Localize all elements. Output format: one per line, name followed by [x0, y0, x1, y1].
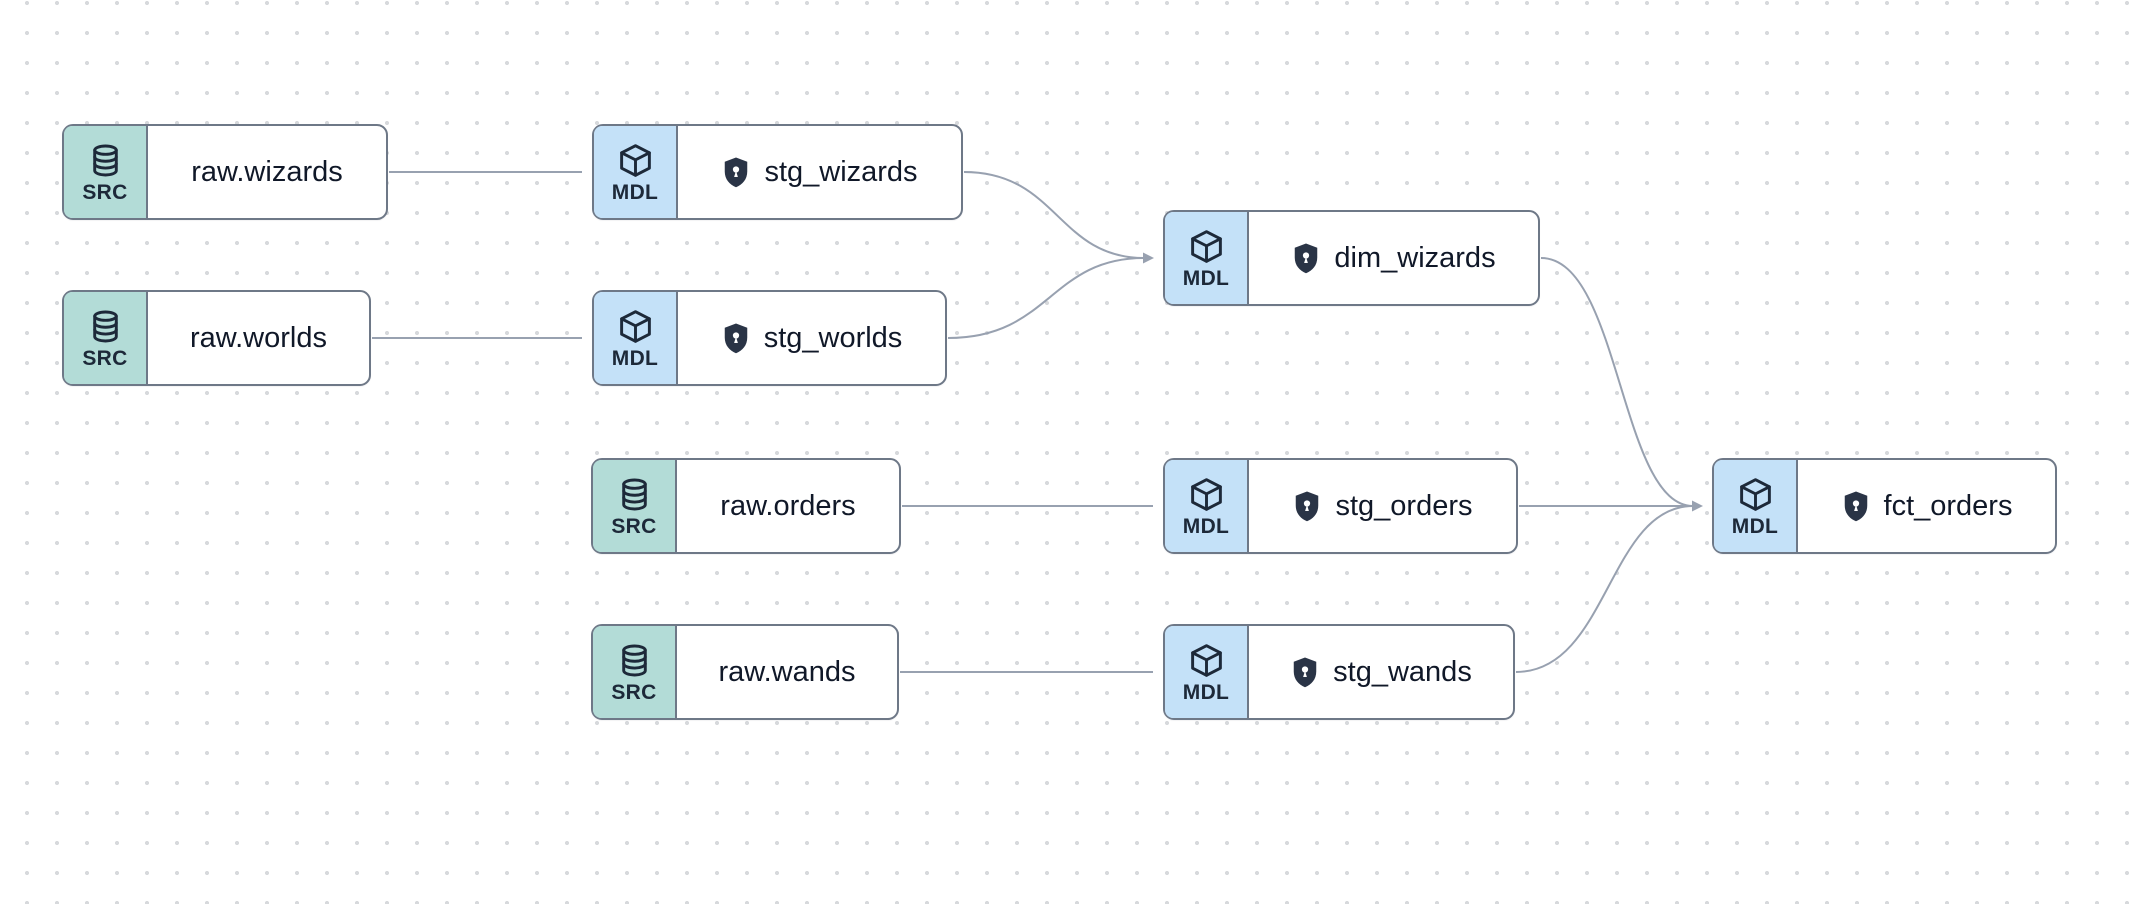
node-body: stg_worlds: [678, 292, 945, 384]
cube-icon: [1739, 477, 1771, 511]
node-label: raw.wands: [718, 655, 856, 688]
node-type-badge: SRC: [593, 626, 677, 718]
node-type-label: SRC: [611, 680, 657, 704]
shield-lock-icon: [1296, 491, 1319, 521]
edge-stg-worlds-to-dim-wizards: [947, 257, 1145, 339]
shield-lock-icon: [1293, 657, 1317, 687]
node-label: stg_wands: [1333, 655, 1472, 688]
node-body: raw.worlds: [148, 292, 369, 384]
node-type-label: SRC: [82, 346, 128, 370]
node-type-label: MDL: [1182, 266, 1230, 290]
shield-lock-icon: [1844, 491, 1867, 521]
edge-arrowhead: [1143, 252, 1154, 264]
node-type-badge: SRC: [593, 460, 677, 552]
node-dim-wizards[interactable]: MDL dim_wizards: [1163, 210, 1540, 306]
node-stg-orders[interactable]: MDL stg_orders: [1163, 458, 1518, 554]
node-raw-wands[interactable]: SRC raw.wands: [591, 624, 899, 720]
node-body: stg_orders: [1249, 460, 1516, 552]
edge-arrowhead: [1692, 500, 1703, 512]
node-body: fct_orders: [1798, 460, 2055, 552]
node-type-label: MDL: [1182, 514, 1230, 538]
node-type-label: SRC: [82, 180, 128, 204]
shield-lock-icon: [1295, 243, 1318, 273]
node-stg-wands[interactable]: MDL stg_wands: [1163, 624, 1515, 720]
node-body: raw.wands: [677, 626, 897, 718]
node-type-label: MDL: [611, 180, 659, 204]
database-icon: [92, 310, 118, 342]
node-stg-wizards[interactable]: MDL stg_wizards: [592, 124, 963, 220]
node-type-badge: MDL: [1714, 460, 1798, 552]
node-type-label: MDL: [1731, 514, 1779, 538]
cube-icon: [619, 309, 651, 343]
cube-icon: [1190, 229, 1222, 263]
node-body: raw.orders: [677, 460, 899, 552]
node-label: raw.worlds: [190, 321, 327, 354]
node-label: stg_wizards: [764, 155, 918, 188]
cube-icon: [1190, 643, 1222, 677]
node-type-badge: MDL: [1165, 626, 1249, 718]
node-label: fct_orders: [1883, 489, 2013, 522]
node-raw-orders[interactable]: SRC raw.orders: [591, 458, 901, 554]
node-body: stg_wizards: [678, 126, 961, 218]
database-icon: [621, 644, 647, 676]
node-type-label: MDL: [611, 346, 659, 370]
node-raw-worlds[interactable]: SRC raw.worlds: [62, 290, 371, 386]
database-icon: [92, 144, 118, 176]
node-type-badge: MDL: [1165, 212, 1249, 304]
node-type-badge: MDL: [594, 292, 678, 384]
node-label: raw.wizards: [191, 155, 343, 188]
node-type-label: SRC: [611, 514, 657, 538]
node-body: dim_wizards: [1249, 212, 1538, 304]
shield-lock-icon: [725, 157, 748, 187]
node-body: raw.wizards: [148, 126, 386, 218]
node-label: stg_worlds: [763, 321, 903, 354]
node-type-badge: SRC: [64, 126, 148, 218]
node-stg-worlds[interactable]: MDL stg_worlds: [592, 290, 947, 386]
edge-stg-wands-to-fct-orders: [1515, 505, 1694, 673]
node-raw-wizards[interactable]: SRC raw.wizards: [62, 124, 388, 220]
database-icon: [621, 478, 647, 510]
node-label: stg_orders: [1335, 489, 1473, 522]
node-type-badge: MDL: [1165, 460, 1249, 552]
node-type-label: MDL: [1182, 680, 1230, 704]
shield-lock-icon: [724, 323, 747, 353]
node-fct-orders[interactable]: MDL fct_orders: [1712, 458, 2057, 554]
cube-icon: [619, 143, 651, 177]
node-type-badge: MDL: [594, 126, 678, 218]
cube-icon: [1190, 477, 1222, 511]
node-type-badge: SRC: [64, 292, 148, 384]
edge-stg-wizards-to-dim-wizards: [963, 171, 1145, 259]
node-label: dim_wizards: [1334, 241, 1496, 274]
node-label: raw.orders: [720, 489, 856, 522]
node-body: stg_wands: [1249, 626, 1513, 718]
edge-dim-wizards-to-fct-orders: [1540, 257, 1694, 507]
